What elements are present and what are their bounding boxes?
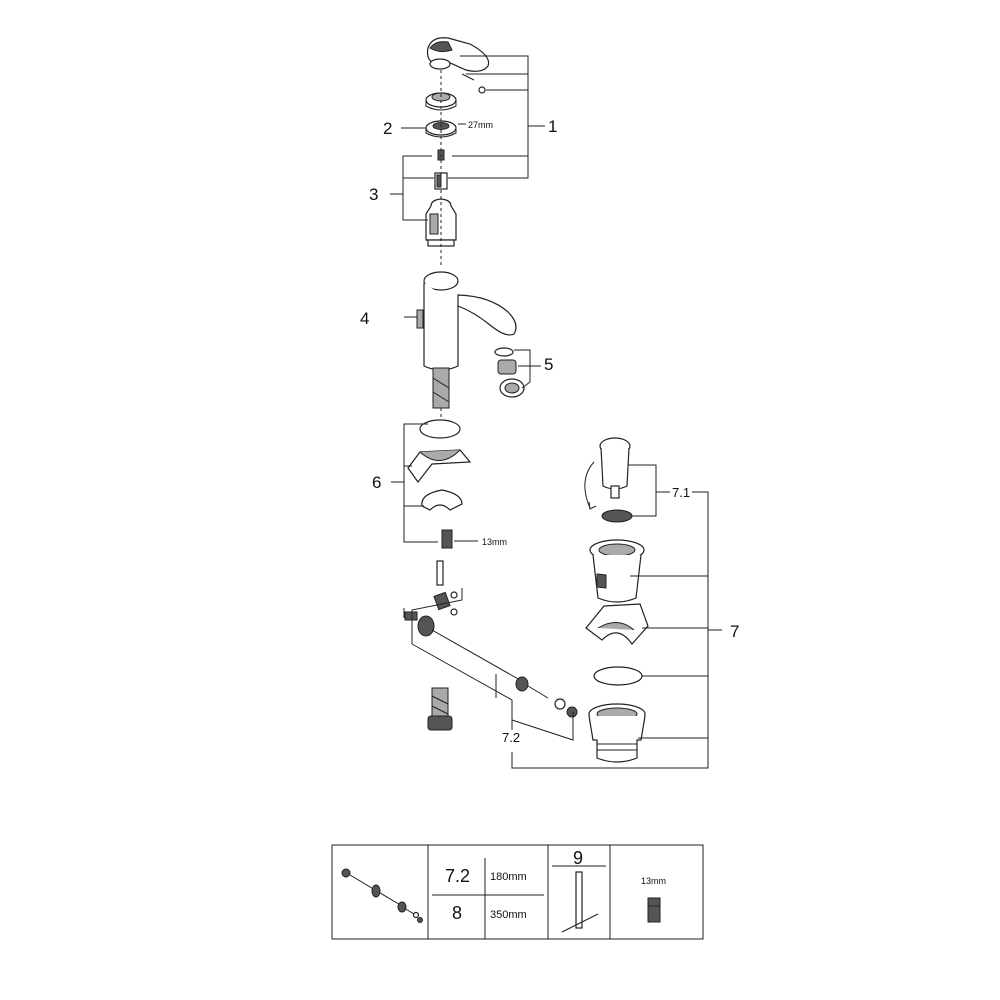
waste-gasket <box>585 603 649 645</box>
table-insert-drawing <box>647 897 661 923</box>
callout-2: 2 <box>383 119 392 138</box>
callout-5: 5 <box>544 355 553 374</box>
callout-7: 7 <box>730 622 739 641</box>
callout-7-1: 7.1 <box>672 485 690 500</box>
retaining-nut <box>425 120 457 138</box>
table-tool-drawing <box>561 871 599 933</box>
table-rod-drawing <box>341 868 423 923</box>
cartridge <box>425 198 457 247</box>
table-9: 9 <box>573 848 583 868</box>
table-13mm: 13mm <box>641 876 666 886</box>
callout-4: 4 <box>360 309 369 328</box>
hose-connector <box>427 687 453 731</box>
callout-3: 3 <box>369 185 378 204</box>
callout-6: 6 <box>372 473 381 492</box>
table-180mm: 180mm <box>490 871 527 883</box>
callout-7-2: 7.2 <box>502 730 520 745</box>
faucet-body <box>404 271 517 422</box>
wrench-13-label: 13mm <box>482 537 507 547</box>
wrench-27-label: 27mm <box>468 120 493 130</box>
spare-parts-table <box>331 844 704 940</box>
pop-up-rod <box>403 560 578 741</box>
pop-up-plug <box>584 437 633 523</box>
waste-nut <box>588 703 646 763</box>
table-350mm: 350mm <box>490 909 527 921</box>
waste-o-ring <box>593 666 643 686</box>
table-8: 8 <box>452 903 462 923</box>
waste-body <box>589 539 645 603</box>
lever-handle <box>426 37 490 94</box>
aerator <box>494 347 541 398</box>
callout-lines-top <box>390 55 545 221</box>
callout-1: 1 <box>548 117 557 136</box>
mounting-set <box>391 419 478 549</box>
callout-lines-7 <box>511 464 722 769</box>
table-7-2: 7.2 <box>445 866 470 886</box>
